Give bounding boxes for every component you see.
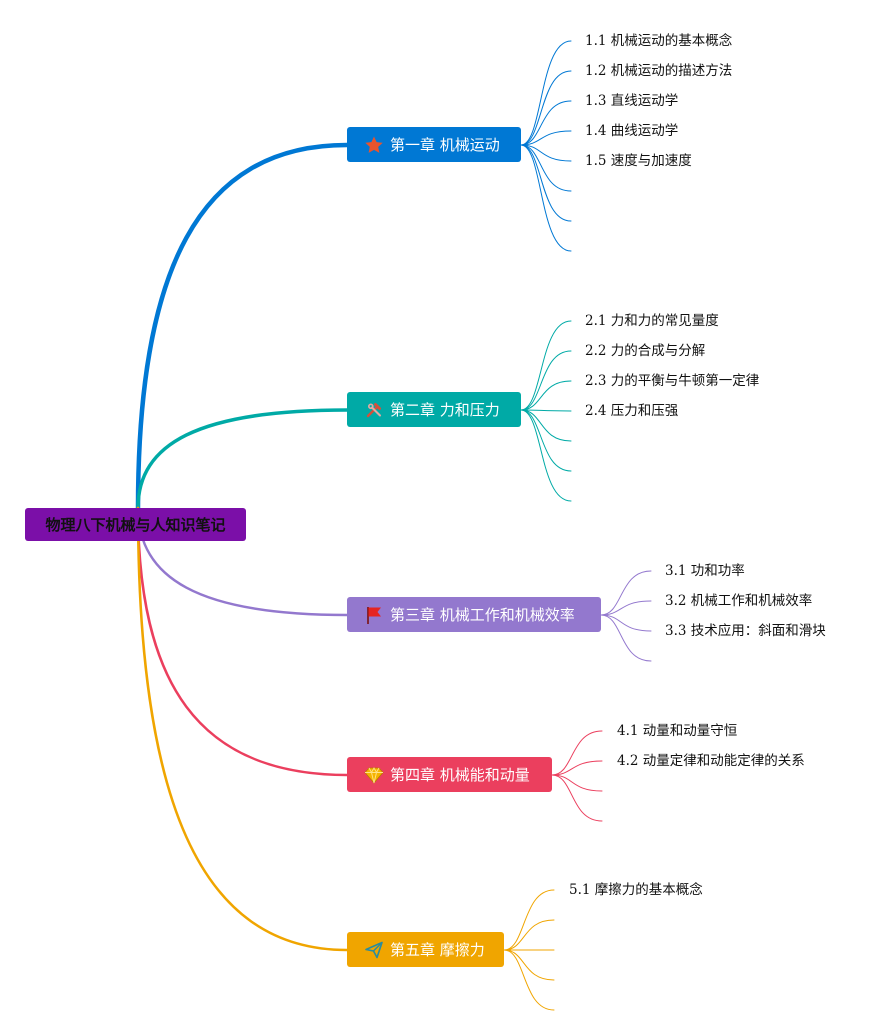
sub-branch-line: [520, 409, 572, 442]
flag-icon: [363, 604, 385, 626]
topic-item[interactable]: 1.5 速度与加速度: [585, 153, 692, 169]
sub-branch-line: [520, 144, 572, 162]
sub-branch-line: [503, 949, 555, 1011]
paper-plane-icon: [363, 939, 385, 961]
topic-item[interactable]: 1.1 机械运动的基本概念: [585, 33, 733, 49]
sub-branch-line: [520, 130, 572, 146]
topic-item[interactable]: 2.3 力的平衡与牛顿第一定律: [585, 373, 760, 389]
topic-item[interactable]: 4.2 动量定律和动能定律的关系: [617, 753, 805, 769]
chapter-label: 第四章 机械能和动量: [390, 766, 530, 784]
topic-item[interactable]: 3.1 功和功率: [665, 563, 745, 579]
sub-branch-line: [520, 100, 572, 146]
sub-branch-line: [520, 144, 572, 192]
topic-item[interactable]: 3.2 机械工作和机械效率: [665, 593, 813, 609]
chapter-node-2[interactable]: 第二章 力和压力: [347, 392, 521, 427]
sub-branch-line: [520, 380, 572, 411]
gem-icon: [363, 764, 385, 786]
star-icon: [363, 134, 385, 156]
sub-branch-line: [600, 570, 652, 616]
topic-item[interactable]: 3.3 技术应用：斜面和滑块: [665, 623, 826, 639]
chapter-node-1[interactable]: 第一章 机械运动: [347, 127, 521, 162]
chapter-label: 第三章 机械工作和机械效率: [390, 606, 575, 624]
chapter-node-4[interactable]: 第四章 机械能和动量: [347, 757, 552, 792]
branch-line-5: [136, 506, 349, 952]
sub-branch-line: [520, 409, 572, 502]
sub-branch-line: [520, 144, 572, 222]
sub-branch-line: [600, 600, 652, 616]
branch-line-4: [136, 506, 349, 777]
topic-item[interactable]: 2.4 压力和压强: [585, 403, 679, 419]
topic-item[interactable]: 4.1 动量和动量守恒: [617, 723, 738, 739]
sub-branch-line: [520, 70, 572, 146]
topic-item[interactable]: 1.3 直线运动学: [585, 93, 679, 109]
sub-branch-line: [600, 614, 652, 662]
topic-item[interactable]: 2.2 力的合成与分解: [585, 343, 706, 359]
chapter-node-3[interactable]: 第三章 机械工作和机械效率: [347, 597, 601, 632]
sub-branch-line: [503, 949, 555, 981]
sub-branch-line: [503, 919, 555, 951]
sub-branch-line: [520, 320, 572, 411]
topic-item[interactable]: 2.1 力和力的常见量度: [585, 313, 719, 329]
chapter-label: 第二章 力和压力: [390, 401, 500, 419]
topic-item[interactable]: 1.4 曲线运动学: [585, 123, 679, 139]
chapter-label: 第一章 机械运动: [390, 136, 500, 154]
sub-branch-line: [551, 774, 603, 792]
branch-line-2: [136, 408, 349, 510]
chapter-node-5[interactable]: 第五章 摩擦力: [347, 932, 504, 967]
sub-branch-line: [600, 614, 652, 632]
chapter-label: 第五章 摩擦力: [390, 941, 485, 959]
sub-branch-line: [520, 409, 572, 472]
root-node[interactable]: 物理八下机械与人知识笔记: [25, 508, 246, 541]
sub-branch-line: [551, 730, 603, 776]
sub-branch-line: [503, 889, 555, 951]
topic-item[interactable]: 1.2 机械运动的描述方法: [585, 63, 733, 79]
topic-item[interactable]: 5.1 摩擦力的基本概念: [569, 882, 703, 898]
sub-branch-line: [520, 409, 572, 412]
root-label: 物理八下机械与人知识笔记: [45, 516, 226, 534]
sub-branch-line: [520, 40, 572, 146]
sub-branch-line: [551, 760, 603, 776]
sub-branch-line: [520, 350, 572, 411]
tools-icon: [363, 399, 385, 421]
sub-branch-line: [551, 774, 603, 822]
branch-line-1: [135, 142, 350, 511]
sub-branch-line: [520, 144, 572, 252]
